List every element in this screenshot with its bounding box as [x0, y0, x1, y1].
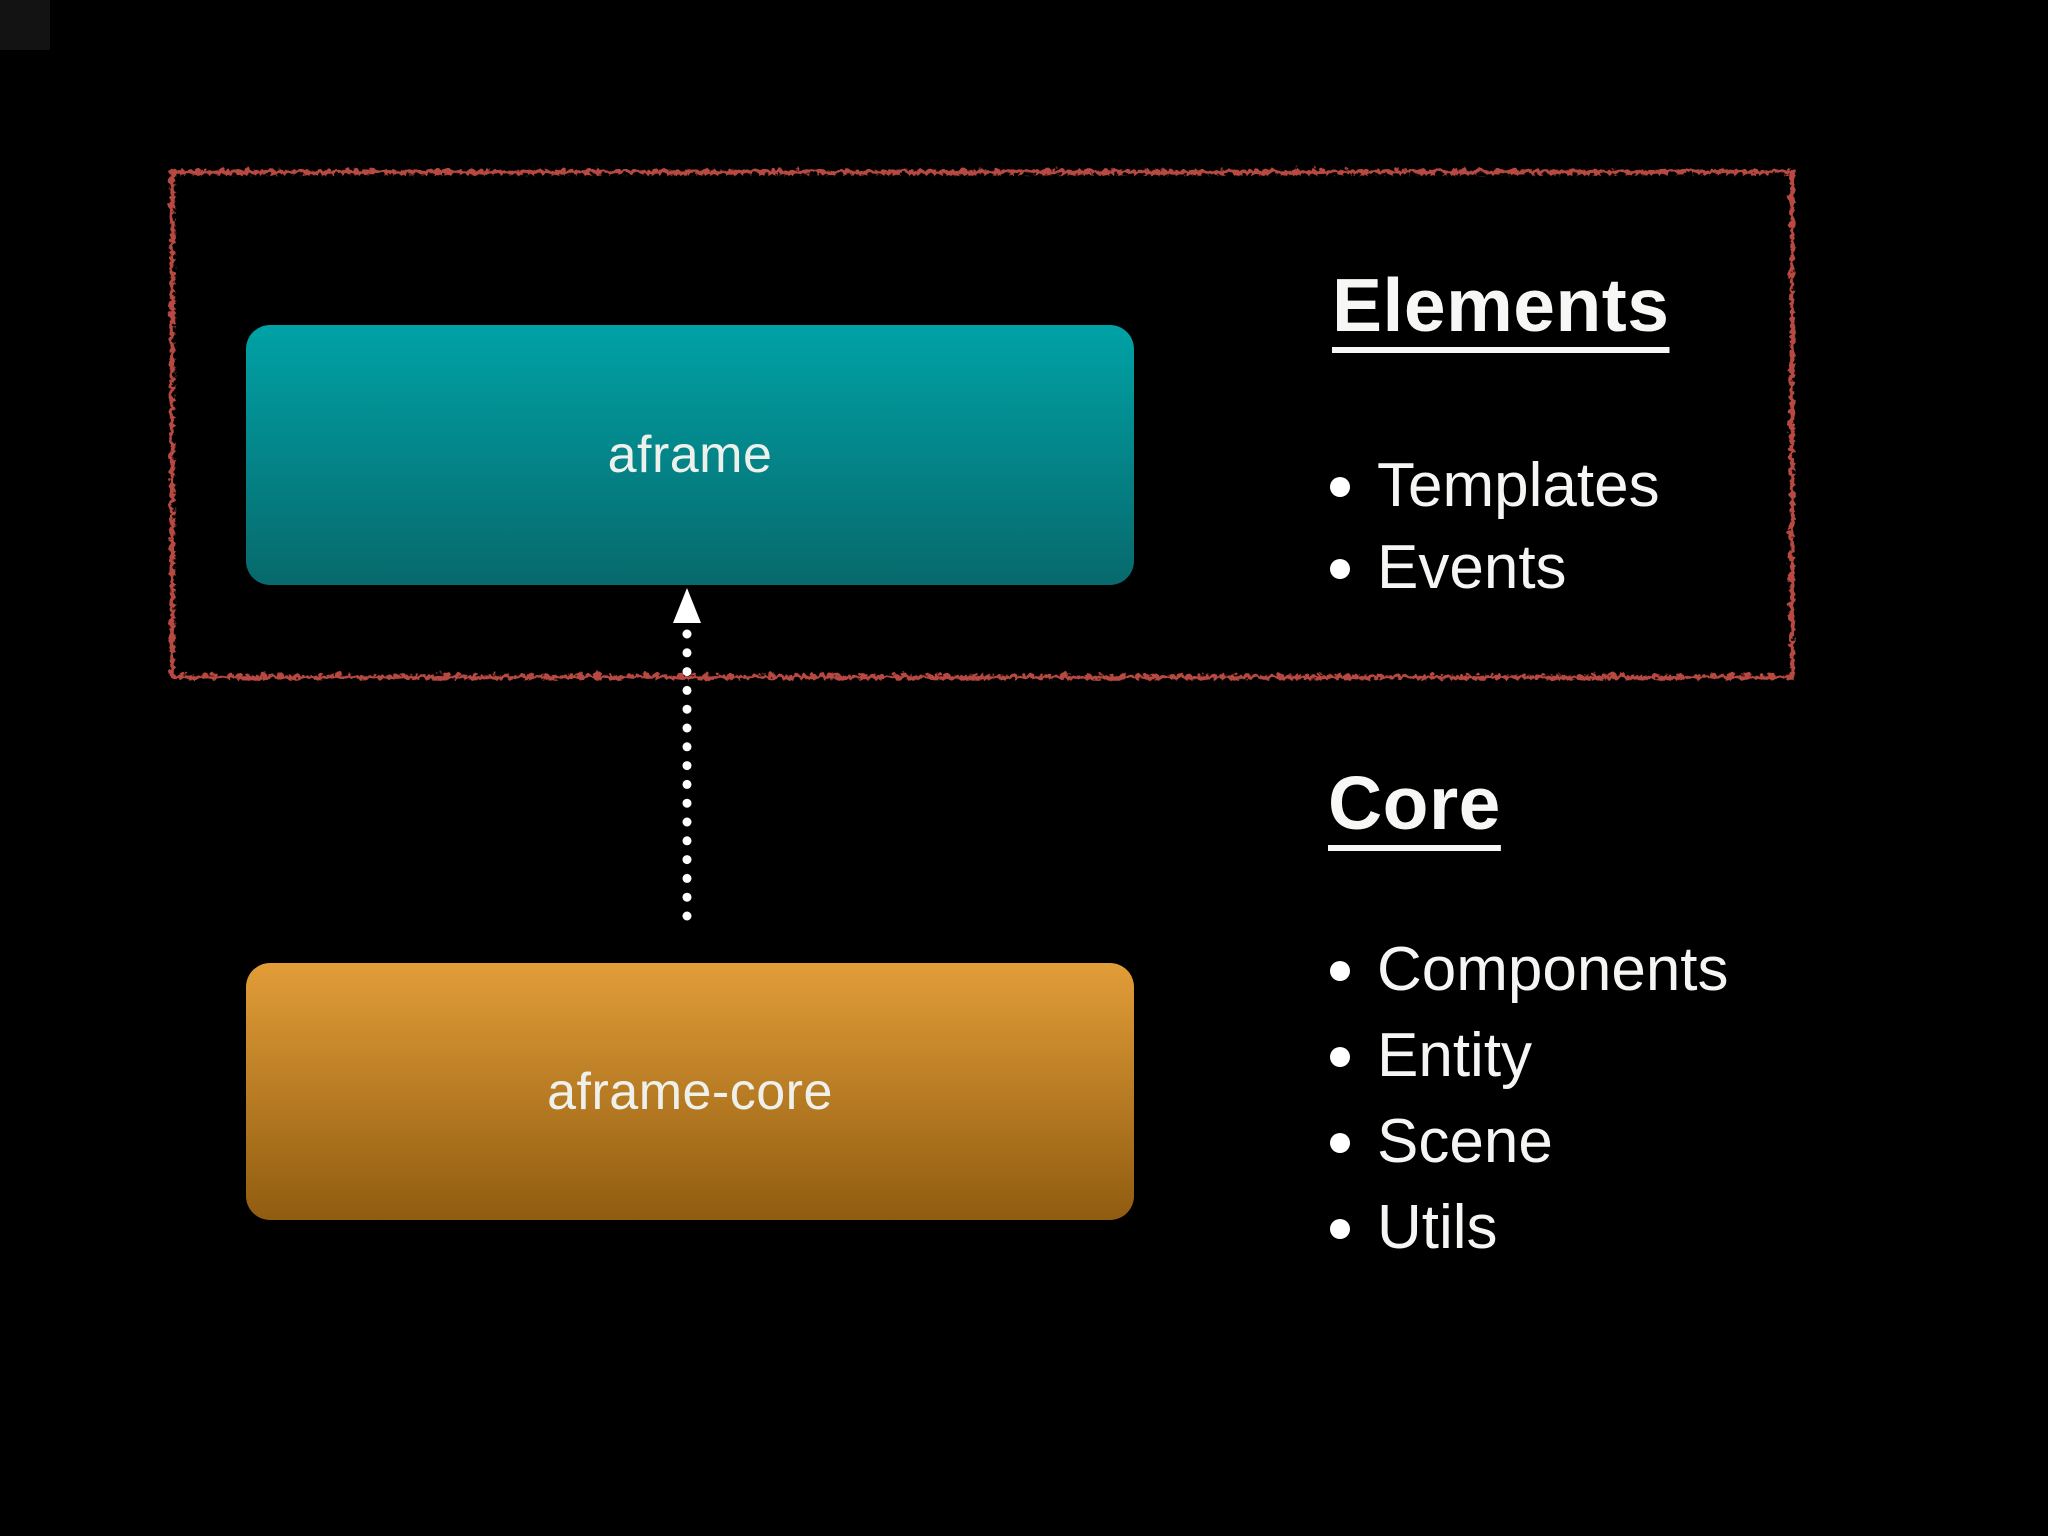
node-aframe: aframe: [246, 325, 1134, 585]
list-item-label: Templates: [1377, 450, 1660, 520]
bullet-icon: [1330, 961, 1350, 981]
bullet-icon: [1330, 559, 1350, 579]
list-item-label: Utils: [1377, 1192, 1498, 1262]
list-item: Scene: [1330, 1098, 1729, 1184]
list-item: Entity: [1330, 1012, 1729, 1098]
core-heading: Core: [1328, 761, 1501, 845]
list-item-label: Events: [1377, 532, 1567, 602]
list-item: Events: [1330, 526, 1660, 608]
bullet-icon: [1330, 477, 1350, 497]
node-aframe-core-label: aframe-core: [547, 1062, 833, 1121]
list-item-label: Entity: [1377, 1020, 1533, 1090]
sketchy-border-rect: [167, 167, 1793, 678]
elements-heading: Elements: [1332, 263, 1670, 347]
bullet-icon: [1330, 1047, 1350, 1067]
list-item-label: Scene: [1377, 1106, 1553, 1176]
elements-list: Templates Events: [1330, 444, 1660, 608]
arrowhead-icon: [673, 588, 701, 623]
elements-group-frame: [167, 167, 1793, 678]
corner-artifact: [0, 0, 50, 50]
core-list: Components Entity Scene Utils: [1330, 926, 1729, 1270]
node-aframe-label: aframe: [607, 426, 773, 484]
list-item: Components: [1330, 926, 1729, 1012]
list-item-label: Components: [1377, 934, 1729, 1004]
node-aframe-core: aframe-core: [246, 963, 1134, 1220]
dotted-arrow-up-icon: [673, 588, 701, 938]
bullet-icon: [1330, 1219, 1350, 1239]
list-item: Templates: [1330, 444, 1660, 526]
bullet-icon: [1330, 1133, 1350, 1153]
list-item: Utils: [1330, 1184, 1729, 1270]
